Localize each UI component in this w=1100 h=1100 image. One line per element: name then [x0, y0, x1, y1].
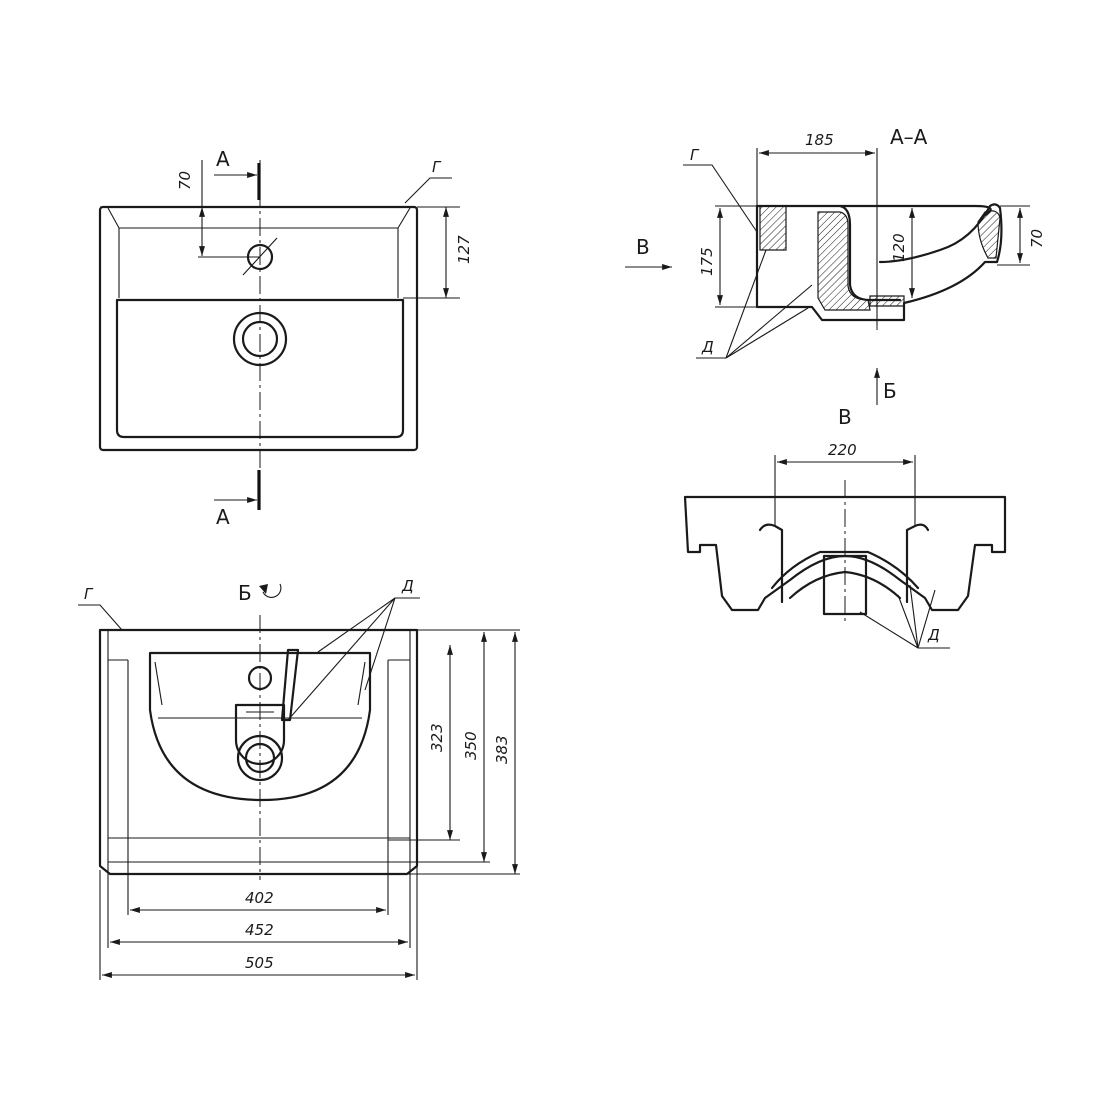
top-view: А А 70 127 Г [98, 147, 473, 529]
side-view-title: В [838, 405, 852, 429]
view-b-label: Б [238, 581, 252, 605]
dim-127-label: 127 [455, 235, 473, 264]
leader-d-section-label: Д [701, 338, 714, 356]
dim-220-label: 220 [828, 441, 857, 459]
section-outer [755, 203, 1003, 322]
leader-d-side-4 [917, 589, 936, 649]
leader-g-top [404, 177, 452, 204]
leader-d-section-3 [725, 307, 809, 359]
dim-120-label: 120 [890, 233, 908, 262]
rotate-icon [262, 583, 282, 598]
basin-outline [98, 205, 419, 452]
drain-boss [234, 703, 286, 766]
section-label-top: А [216, 147, 230, 171]
direction-v-label: В [636, 235, 650, 259]
dim-70-label: 70 [176, 171, 194, 190]
leader-d-section-1 [725, 249, 767, 359]
rim-bevel [107, 207, 411, 229]
bowl-outline [115, 298, 405, 439]
section-top [838, 204, 992, 217]
leader-d-side-3 [909, 584, 919, 649]
right-foot [905, 523, 930, 604]
section-label-bottom: А [216, 505, 230, 529]
dim-323-label: 323 [428, 723, 446, 752]
leader-d-side-1 [859, 611, 919, 649]
bowl-underside [148, 651, 372, 802]
section-title: А–А [890, 125, 928, 149]
dim-383-label: 383 [493, 735, 511, 764]
wall-inner [127, 660, 389, 839]
section-view: А–А 185 175 120 70 В Б Г Д [625, 125, 1046, 405]
dim-185-label: 185 [805, 131, 834, 149]
dim-402-label: 402 [245, 889, 274, 907]
leader-g-top-label: Г [432, 158, 442, 176]
drain-hole-outer [232, 311, 288, 367]
dim-505-label: 505 [245, 954, 274, 972]
leader-g-bottom [78, 604, 123, 631]
hatch-drain [869, 295, 905, 307]
dim-70-label: 70 [1028, 229, 1046, 248]
leader-d-3 [364, 597, 396, 691]
leader-g-section [683, 164, 758, 233]
leader-d-section-2 [725, 284, 813, 359]
hatch-back-rim [757, 205, 787, 251]
leader-g-section-label: Г [690, 146, 700, 164]
leader-d-side-2 [897, 594, 919, 649]
rim-inner [107, 630, 411, 863]
leader-d-2 [287, 597, 396, 721]
leader-d-1 [317, 597, 396, 653]
left-foot [758, 523, 784, 604]
bottom-view: Б Г Д 323 350 383 [78, 577, 520, 980]
hatch-bowl-wall [817, 211, 871, 311]
dim-175-label: 175 [698, 247, 716, 276]
bowl-curve-upper [770, 550, 920, 590]
dim-350-label: 350 [462, 731, 480, 760]
leader-g-bottom-label: Г [84, 585, 94, 603]
bowl-inner-edges [154, 661, 366, 706]
leader-d-bottom-label: Д [401, 577, 414, 595]
side-view: В 220 Д [683, 405, 1007, 649]
rotate-icon-arrow [259, 584, 268, 594]
hatch-front-lip [977, 210, 1001, 259]
drain-hole-inner [241, 320, 279, 358]
direction-b-label: Б [883, 379, 897, 403]
overflow-channel [280, 648, 300, 722]
dim-452-label: 452 [245, 921, 274, 939]
leader-d-side-label: Д [927, 626, 940, 644]
